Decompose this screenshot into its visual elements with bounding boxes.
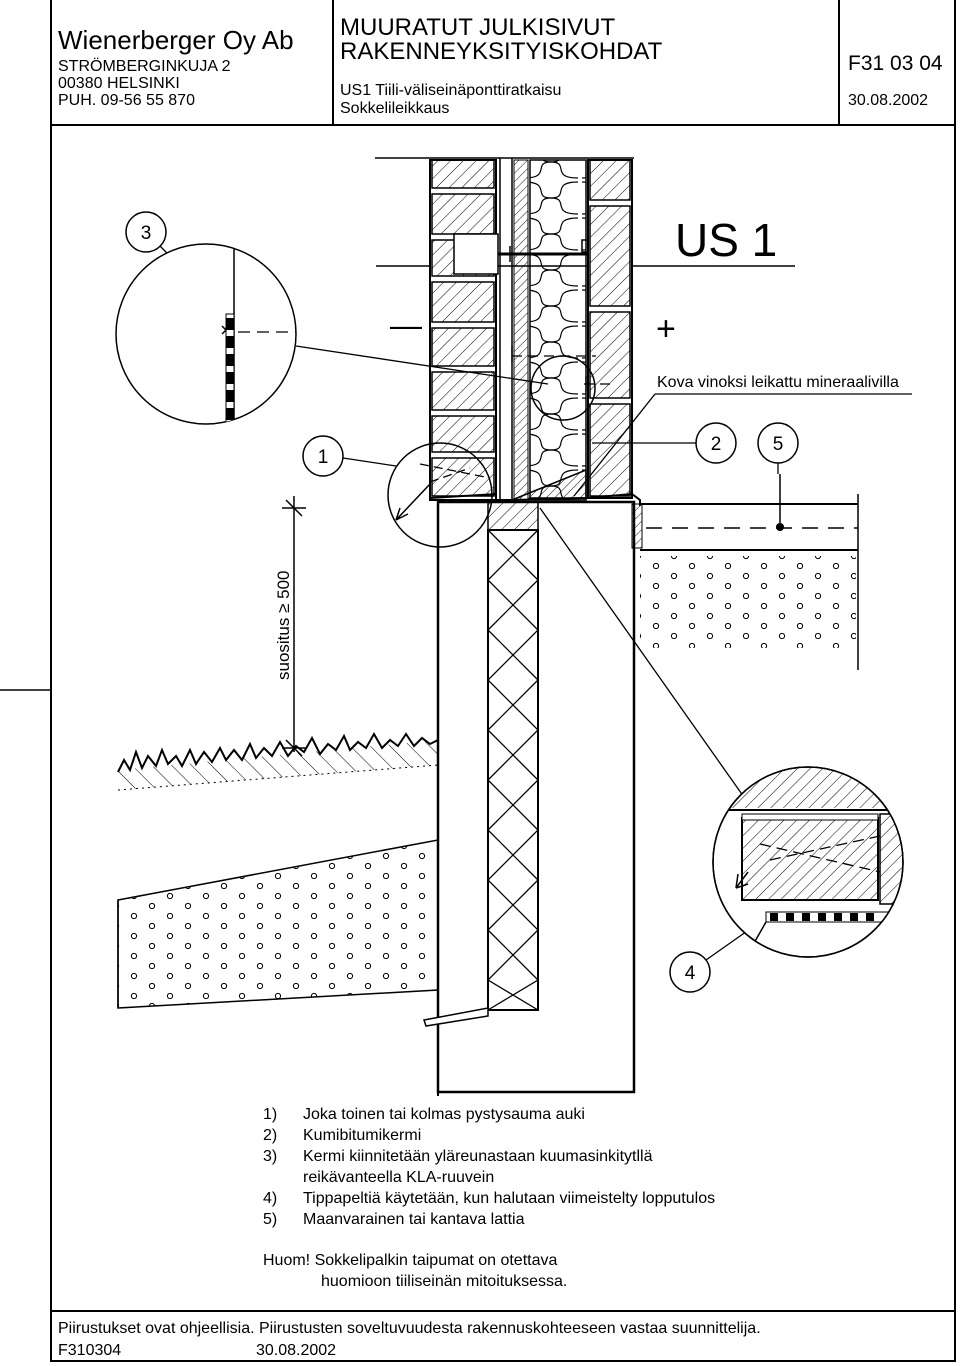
header-code-block: F31 03 04 30.08.2002 — [840, 0, 956, 126]
callout-2: 2 — [695, 422, 737, 464]
note-item: 4)Tippapeltiä käytetään, kun halutaan vi… — [263, 1190, 716, 1207]
footer: Piirustukset ovat ohjeellisia. Piirustus… — [50, 1310, 956, 1362]
company-address-street: STRÖMBERGINKUJA 2 — [58, 58, 231, 75]
minus-sign: — — [390, 307, 422, 343]
note-item: 1)Joka toinen tai kolmas pystysauma auki — [263, 1106, 585, 1123]
note-item: 3)Kermi kiinnitetään yläreunastaan kuuma… — [263, 1148, 653, 1165]
title-line-1: MUURATUT JULKISIVUT — [340, 14, 616, 41]
drawing-date: 30.08.2002 — [848, 92, 929, 109]
company-phone: PUH. 09-56 55 870 — [58, 92, 195, 109]
footer-code: F310304 — [58, 1342, 122, 1359]
svg-text:2: 2 — [711, 434, 722, 455]
subtitle-line-1: US1 Tiili-väliseinäponttiratkaisu — [340, 82, 562, 99]
header-title-block: MUURATUT JULKISIVUT RAKENNEYKSITYISKOHDA… — [334, 0, 840, 126]
section-label: US 1 — [675, 214, 777, 266]
header-company-block: Wienerberger Oy Ab STRÖMBERGINKUJA 2 003… — [50, 0, 334, 126]
subtitle-line-2: Sokkelileikkaus — [340, 100, 450, 117]
company-name: Wienerberger Oy Ab — [58, 25, 294, 55]
callout-5: 5 — [757, 422, 799, 464]
footer-date: 30.08.2002 — [256, 1342, 337, 1359]
callout-3: 3 — [125, 211, 167, 253]
note-item: 2)Kumibitumikermi — [263, 1127, 422, 1144]
callout-4: 4 — [669, 951, 711, 993]
svg-text:1: 1 — [318, 447, 329, 468]
note-item-continuation: reikävanteella KLA-ruuvein — [303, 1169, 495, 1186]
notes-list: 1)Joka toinen tai kolmas pystysauma auki… — [263, 1104, 715, 1230]
svg-text:5: 5 — [773, 434, 784, 455]
title-line-2: RAKENNEYKSITYISKOHDAT — [340, 38, 663, 65]
company-address-city: 00380 HELSINKI — [58, 75, 180, 92]
plus-sign: + — [656, 310, 676, 348]
insulation-note: Kova vinoksi leikattu mineraalivilla — [657, 374, 899, 391]
callout-1: 1 — [302, 435, 344, 477]
svg-text:3: 3 — [141, 223, 152, 244]
remark-note: Huom! Sokkelipalkin taipumat on otettava… — [263, 1252, 568, 1290]
drawing-code: F31 03 04 — [848, 52, 943, 75]
note-item: 5)Maanvarainen tai kantava lattia — [263, 1211, 525, 1228]
svg-text:4: 4 — [685, 963, 696, 984]
dimension-label: suositus ≥ 500 — [274, 570, 293, 680]
drawing-frame — [50, 0, 956, 1362]
footer-disclaimer: Piirustukset ovat ohjeellisia. Piirustus… — [58, 1320, 761, 1337]
